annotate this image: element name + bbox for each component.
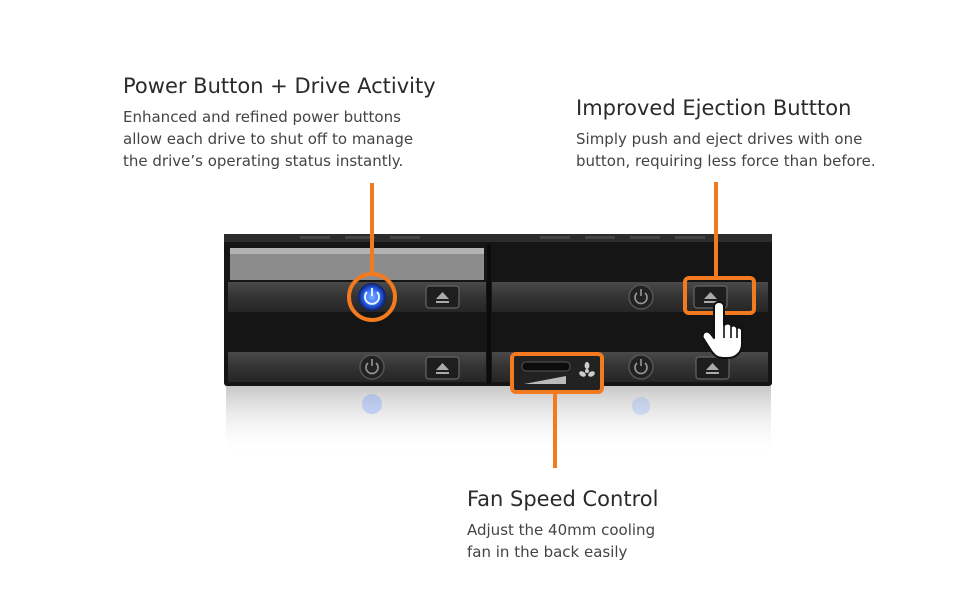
callout-fan: Fan Speed Control Adjust the 40mm coolin… — [467, 487, 767, 563]
power-button-bottom-left[interactable] — [359, 354, 385, 380]
eject-button-top-left[interactable] — [425, 285, 460, 309]
callout-eject: Improved Ejection Buttton Simply push an… — [576, 96, 956, 172]
bay-divider — [487, 244, 491, 384]
chassis-top-edge — [224, 234, 772, 242]
callout-power: Power Button + Drive Activity Enhanced a… — [123, 74, 503, 172]
power-led-reflection — [362, 394, 382, 414]
power-icon — [364, 291, 380, 305]
fan-speed-slider[interactable] — [521, 361, 571, 372]
eject-icon — [704, 292, 717, 303]
eject-icon — [436, 363, 449, 374]
callout-power-title: Power Button + Drive Activity — [123, 74, 436, 98]
power-button-bottom-right[interactable] — [628, 354, 654, 380]
highlight-power — [347, 272, 397, 322]
exposed-drive-top — [230, 248, 484, 254]
floor-reflection — [226, 386, 771, 456]
callout-fan-title: Fan Speed Control — [467, 487, 659, 511]
callout-highlights — [347, 182, 756, 468]
callout-fan-body: Adjust the 40mm cooling fan in the back … — [467, 521, 656, 561]
power-button-top-left[interactable] — [358, 283, 386, 311]
callout-eject-title: Improved Ejection Buttton — [576, 96, 852, 120]
hand-pointer-icon — [701, 301, 743, 359]
eject-button-bottom-left[interactable] — [425, 356, 460, 380]
fan-icon — [579, 361, 595, 377]
power-icon — [634, 292, 648, 305]
top-vents — [300, 236, 705, 239]
power-button-top-right[interactable] — [628, 284, 654, 310]
power-reflection-right — [632, 397, 650, 415]
eject-button-bottom-right[interactable] — [695, 356, 730, 380]
callout-power-body: Enhanced and refined power buttons allow… — [123, 108, 414, 170]
fan-speed-control[interactable] — [514, 356, 600, 390]
eject-icon — [706, 363, 719, 374]
power-icon — [365, 362, 379, 375]
fan-speed-scale-icon — [524, 376, 566, 384]
power-icon — [634, 362, 648, 375]
callout-eject-body: Simply push and eject drives with one bu… — [576, 130, 876, 170]
eject-icon — [436, 292, 449, 303]
